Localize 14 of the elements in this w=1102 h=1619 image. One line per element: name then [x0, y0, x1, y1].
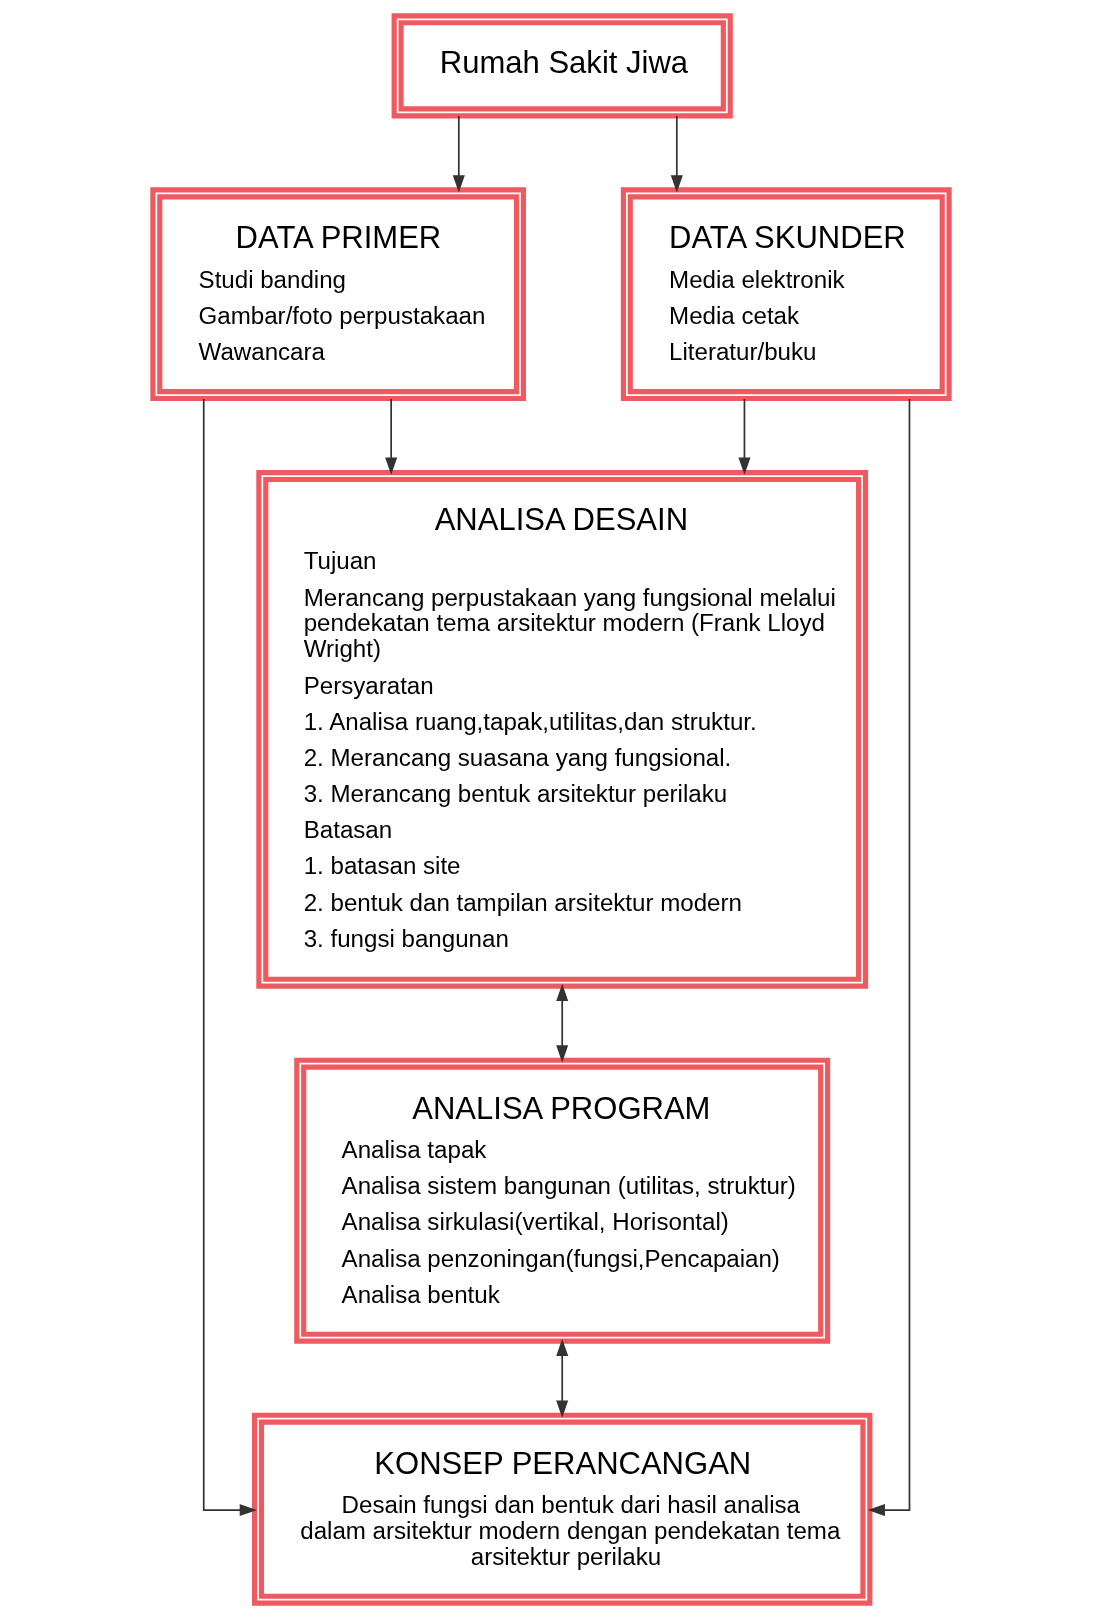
node-box: KONSEP PERANCANGAN Desain fungsi dan bentuk dari hasil analisa dalam arsitektur modern dengan pendekatan tema arsitektur perilaku: [252, 1412, 873, 1606]
node-box: Rumah Sakit Jiwa: [391, 13, 733, 119]
node-box: DATA SKUNDER Media elektronik Media cetak Literatur/buku: [620, 187, 952, 402]
arrow: [867, 398, 911, 1517]
arrow: [202, 398, 257, 1517]
node-box: ANALISA DESAIN Tujuan Merancang perpustakaan yang fungsional melalui pendekatan tema arsitektur modern (Frank Lloyd Wright) Persyaratan 1. Analisa ruang,tapak,utilitas,dan struktur. 2. Merancang suasana yang fungsional. 3. Merancang bentuk arsitektur perilaku Batasan 1. batasan site 2. bentuk dan tampilan arsitektur modern 3. fungsi bangunan: [256, 470, 869, 989]
node-box: DATA PRIMER Studi banding Gambar/foto perpustakaan Wawancara: [150, 187, 526, 402]
arrow: [452, 115, 465, 193]
arrow: [670, 115, 683, 193]
arrow: [738, 398, 751, 475]
node-box: ANALISA PROGRAM Analisa tapak Analisa sistem bangunan (utilitas, struktur) Analisa sirkulasi(vertikal, Horisontal) Analisa penzoningan(fungsi,Pencapaian) Analisa bentuk: [294, 1057, 831, 1344]
arrow: [385, 398, 398, 475]
arrow: [556, 1338, 569, 1418]
arrow: [556, 983, 569, 1063]
